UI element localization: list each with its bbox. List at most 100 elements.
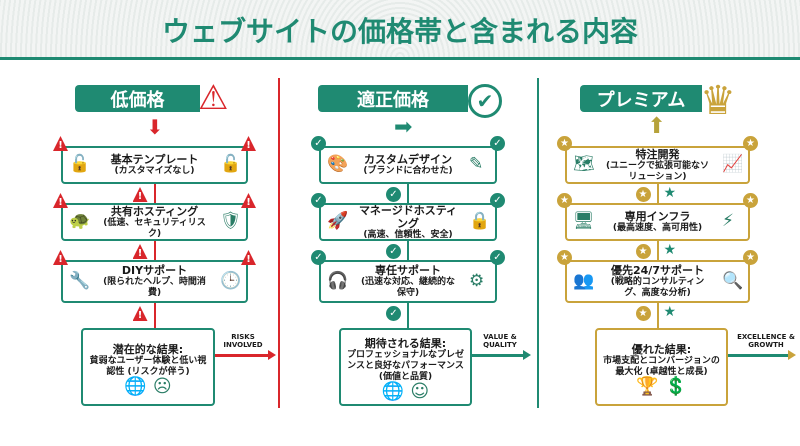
step-title: 優先24/7サポート [611, 264, 704, 277]
warning-triangle-icon: ⚠ [198, 78, 229, 118]
step-icon: 👥 [573, 270, 595, 291]
step-subtitle: (高速、信頼性、安全) [363, 229, 453, 240]
connector-arrow [407, 241, 409, 260]
tier-header: プレミアム [580, 85, 702, 112]
step-box: 基本テンプレート(カスタマイズなし) [61, 146, 248, 184]
warn-badge-icon: ! [132, 244, 148, 259]
result-icon: ☺ [410, 381, 430, 402]
arrow-up-icon: ⬆ [647, 114, 666, 139]
step-subtitle: (カスタマイズなし) [114, 166, 195, 176]
result-box: 優れた結果:市場支配とコンバージョンの最大化 (卓越性と成長)🏆💲 [595, 328, 728, 406]
step-title: 特注開発 [635, 147, 680, 161]
star-badge-icon: ★ [635, 306, 651, 321]
result-title: 潜在的な結果: [112, 342, 184, 356]
star-badge-icon: ★ [743, 193, 758, 208]
step-icon: 🎨 [327, 154, 349, 174]
step-subtitle: (低速、セキュリティリスク) [103, 217, 206, 239]
warn-badge-icon: ! [53, 136, 68, 151]
step-icon: ⚙ [469, 270, 485, 291]
step-icon: 🖥 [573, 211, 595, 231]
step-title: 基本テンプレート [110, 153, 199, 166]
step-subtitle: (戦略的コンサルティング、高度な分析) [610, 277, 705, 298]
step-icon: 🎧 [327, 270, 349, 291]
header-banner [0, 0, 800, 60]
outcome-label: EXCELLENCE & GROWTH [737, 333, 795, 349]
connector-arrow [153, 241, 156, 260]
step-subtitle: (限られたヘルプ、時間消費) [103, 277, 206, 298]
star-icon: ★ [663, 304, 677, 320]
step-icon: 🕒 [220, 270, 242, 291]
divider [537, 78, 539, 408]
result-box: 期待される結果:プロフェッショナルなプレゼンスと良好なパフォーマンス (価値と品… [339, 328, 472, 406]
step-icon: 🔓 [69, 154, 91, 174]
chk-badge-icon: ✓ [311, 193, 326, 208]
step-icon: 🔍 [722, 270, 744, 291]
step-icon: 🛡 [220, 211, 242, 231]
step-icon: 📈 [722, 154, 744, 174]
step-subtitle: (ブランドに合わせた) [363, 166, 453, 176]
chk-badge-icon: ✓ [490, 250, 505, 265]
step-box: DIYサポート(限られたヘルプ、時間消費) [61, 260, 248, 303]
outcome-label: VALUE & QUALITY [483, 333, 517, 349]
chk-badge-icon: ✓ [386, 306, 401, 321]
step-icon: ✎ [469, 154, 484, 174]
step-box: カスタムデザイン(ブランドに合わせた) [319, 146, 497, 184]
page-title: ウェブサイトの価格帯と含まれる内容 [161, 15, 638, 48]
result-icon: 🌐 [124, 375, 147, 397]
step-subtitle: (迅速な対応、継続的な保守) [360, 277, 456, 298]
warn-badge-icon: ! [53, 250, 68, 265]
arrow-down-icon: ⬇ [146, 115, 164, 139]
connector-arrow [656, 184, 659, 203]
outcome-label: RISKS INVOLVED [223, 333, 263, 349]
connector-arrow [153, 184, 156, 203]
step-title: 共有ホスティング [110, 204, 199, 218]
step-box: 優先24/7サポート(戦略的コンサルティング、高度な分析) [565, 260, 750, 303]
step-icon: 🔒 [469, 211, 491, 231]
star-icon: ★ [663, 185, 677, 201]
result-text: 市場支配とコンバージョンの最大化 (卓越性と成長) [603, 355, 720, 377]
star-icon: ★ [663, 242, 677, 258]
step-title: 専任サポート [375, 264, 441, 277]
result-icon: 💲 [664, 375, 687, 397]
outcome-arrow [728, 350, 796, 360]
warn-badge-icon: ! [241, 136, 256, 151]
tier-label: 適正価格 [357, 89, 429, 111]
chk-badge-icon: ✓ [311, 250, 326, 265]
step-box: 共有ホスティング(低速、セキュリティリスク) [61, 203, 248, 241]
tier-label: 低価格 [110, 89, 165, 111]
star-badge-icon: ★ [743, 136, 758, 151]
result-title: 期待される結果: [364, 337, 447, 350]
star-badge-icon: ★ [557, 193, 572, 208]
step-subtitle: (ユニークで拡張可能なソリューション) [605, 160, 710, 182]
arrow-right-icon: ➡ [394, 115, 413, 140]
chk-badge-icon: ✓ [386, 187, 401, 202]
check-circle-icon: ✔ [468, 84, 502, 118]
tier-label: プレミアム [596, 89, 686, 111]
step-box: 特注開発(ユニークで拡張可能なソリューション) [565, 146, 750, 184]
tier-header: 低価格 [75, 85, 200, 112]
divider [278, 78, 280, 408]
result-text: プロフェッショナルなプレゼンスと良好なパフォーマンス (価値と品質) [346, 350, 464, 382]
warn-badge-icon: ! [132, 306, 148, 321]
crown-icon: ♛ [700, 78, 736, 124]
connector-arrow [153, 303, 156, 328]
star-badge-icon: ★ [743, 250, 758, 265]
connector-arrow [407, 184, 409, 203]
warn-badge-icon: ! [132, 187, 148, 202]
step-title: 専用インフラ [624, 210, 691, 223]
warn-badge-icon: ! [241, 193, 256, 208]
warn-badge-icon: ! [241, 250, 256, 265]
step-title: カスタムデザイン [364, 153, 452, 166]
step-title: DIYサポート [121, 264, 188, 277]
step-icon: 🔧 [69, 270, 91, 291]
chk-badge-icon: ✓ [490, 136, 505, 151]
step-title: マネージドホスティング [358, 203, 458, 230]
star-badge-icon: ★ [557, 136, 572, 151]
result-box: 潜在的な結果:貧弱なユーザー体験と低い視認性 (リスクが伴う)🌐☹ [81, 328, 215, 406]
step-box: 専任サポート(迅速な対応、継続的な保守) [319, 260, 497, 303]
step-icon: 🗺 [573, 154, 595, 174]
star-badge-icon: ★ [557, 250, 572, 265]
outcome-arrow [215, 350, 276, 360]
chk-badge-icon: ✓ [490, 193, 505, 208]
star-badge-icon: ★ [635, 187, 651, 202]
